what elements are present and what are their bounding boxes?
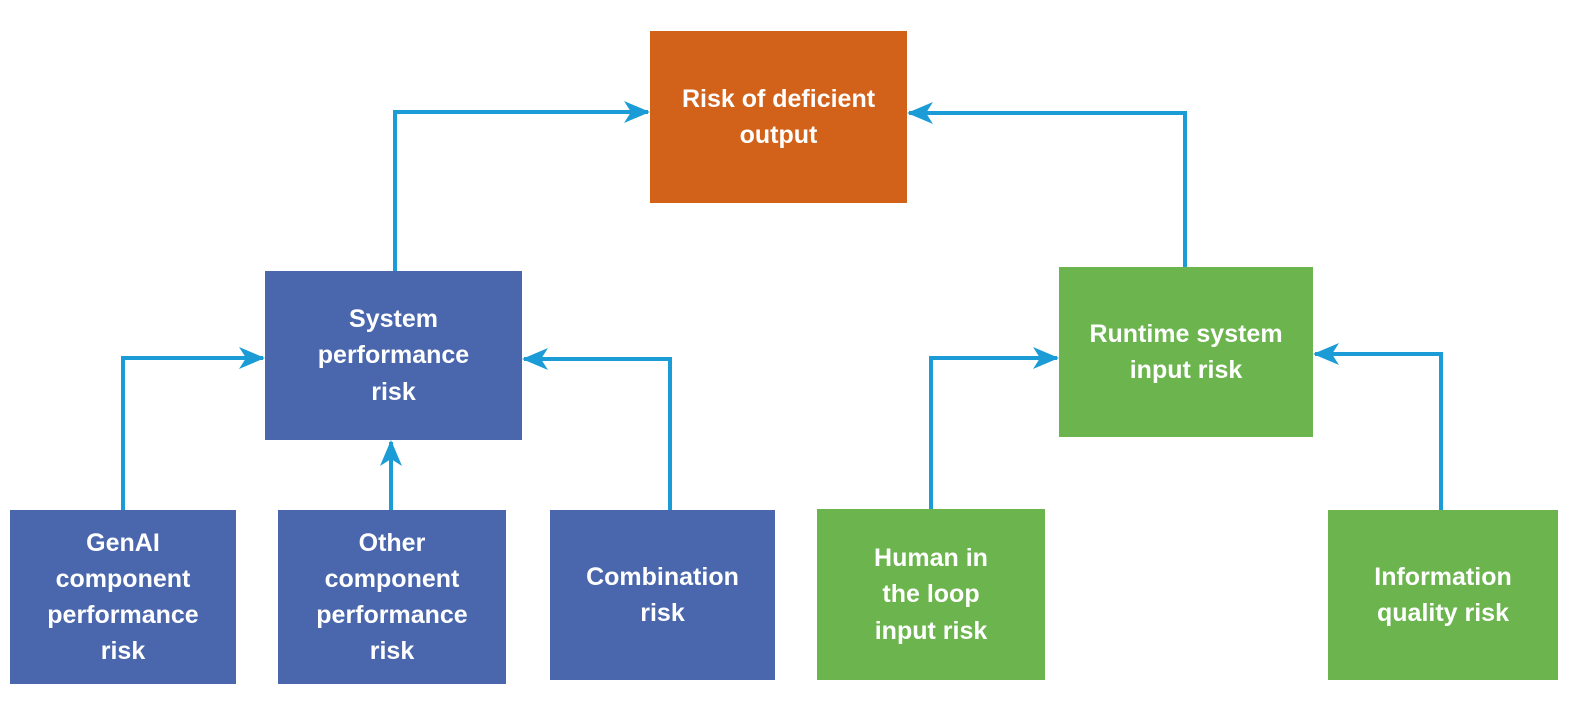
connector-system-to-output (393, 101, 650, 271)
connector-combination-to-system (522, 348, 672, 510)
node-label: System performance risk (317, 305, 470, 406)
node-label: Risk of deficient output (681, 84, 876, 149)
node-system-performance-risk: System performance risk (265, 271, 522, 440)
node-runtime-system-input-risk: Runtime system input risk (1059, 267, 1313, 437)
node-combination-risk: Combination risk (550, 510, 775, 680)
connector-information-to-runtime (1313, 343, 1443, 510)
node-label: GenAI component performance risk (47, 528, 199, 666)
node-information-quality-risk: Information quality risk (1328, 510, 1558, 680)
node-genai-component-performance-risk: GenAI component performance risk (10, 510, 236, 684)
node-human-in-the-loop-input-risk: Human in the loop input risk (817, 509, 1045, 680)
node-other-component-performance-risk: Other component performance risk (278, 510, 506, 684)
node-label: Information quality risk (1374, 562, 1512, 627)
connector-runtime-to-output (907, 102, 1187, 267)
node-label: Runtime system input risk (1089, 319, 1283, 384)
node-label: Other component performance risk (316, 528, 468, 666)
connector-genai-to-system (121, 347, 265, 510)
node-label: Combination risk (586, 562, 739, 627)
node-label: Human in the loop input risk (874, 544, 988, 645)
connector-human-to-runtime (929, 347, 1059, 509)
node-risk-of-deficient-output: Risk of deficient output (650, 31, 907, 203)
